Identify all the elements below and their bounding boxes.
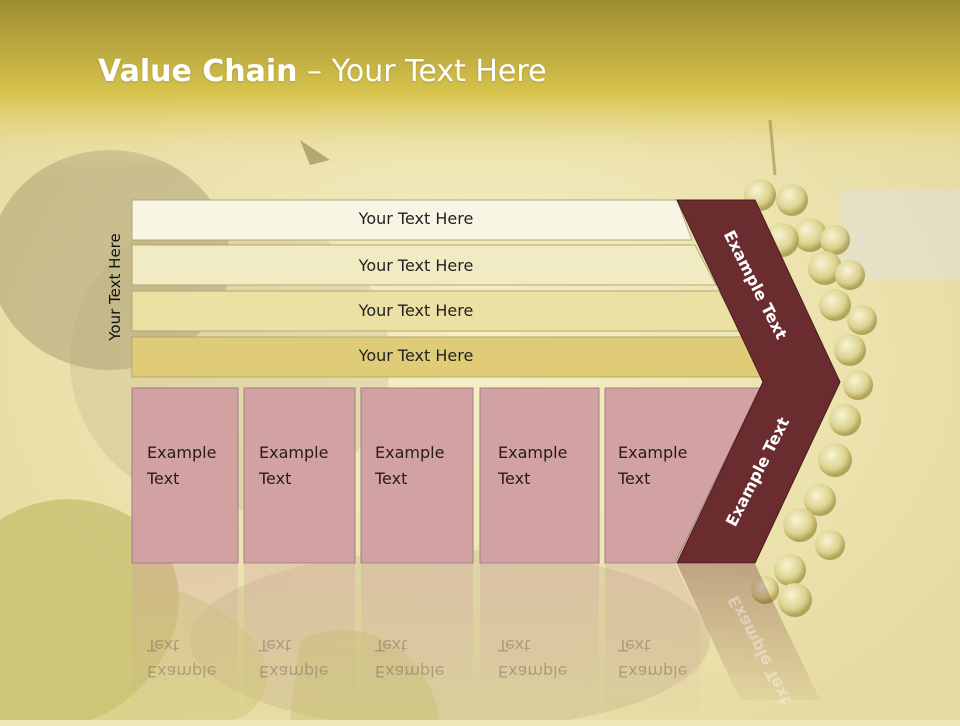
slide-title: Value Chain – Your Text Here	[98, 54, 547, 89]
primary-box-4	[479, 387, 600, 564]
box-line-2: Text	[498, 469, 531, 488]
refl-line-1: Example	[618, 662, 688, 681]
refl-line-2: Text	[259, 636, 292, 655]
refl-line-1: Example	[259, 662, 329, 681]
support-band-1	[131, 199, 693, 241]
primary-box-label-3: Example Text	[375, 440, 444, 492]
band-label-1: Your Text Here	[358, 209, 474, 228]
primary-box-label-5: Example Text	[618, 440, 687, 492]
margin-chevron	[676, 199, 841, 564]
refl-line-1: Example	[147, 662, 217, 681]
reflection	[132, 564, 820, 714]
box-line-2: Text	[259, 469, 292, 488]
title-bold: Value Chain	[98, 54, 298, 89]
support-band-2	[131, 244, 717, 286]
refl-line-2: Text	[147, 636, 180, 655]
primary-box-reflection-3: Example Text	[375, 632, 444, 684]
box-line-1: Example	[498, 443, 568, 462]
primary-box-3	[360, 387, 474, 564]
primary-box-label-2: Example Text	[259, 440, 328, 492]
refl-line-2: Text	[498, 636, 531, 655]
primary-box-label-1: Example Text	[147, 440, 216, 492]
box-line-1: Example	[147, 443, 217, 462]
refl-line-1: Example	[375, 662, 445, 681]
box-line-1: Example	[259, 443, 329, 462]
band-label-4: Your Text Here	[358, 346, 474, 365]
box-line-1: Example	[375, 443, 445, 462]
band-label-3: Your Text Here	[358, 301, 474, 320]
title-rest: – Your Text Here	[297, 54, 547, 89]
refl-line-2: Text	[375, 636, 408, 655]
refl-line-2: Text	[618, 636, 651, 655]
box-line-1: Example	[618, 443, 688, 462]
refl-line-1: Example	[498, 662, 568, 681]
primary-box-label-4: Example Text	[498, 440, 567, 492]
primary-box-reflection-4: Example Text	[498, 632, 567, 684]
primary-box-2	[243, 387, 356, 564]
primary-box-5	[604, 387, 761, 564]
box-line-2: Text	[375, 469, 408, 488]
band-label-2: Your Text Here	[358, 256, 474, 275]
box-line-2: Text	[618, 469, 651, 488]
primary-box-reflection-2: Example Text	[259, 632, 328, 684]
primary-box-reflection-5: Example Text	[618, 632, 687, 684]
box-line-2: Text	[147, 469, 180, 488]
primary-box-1	[131, 387, 239, 564]
primary-box-reflection-1: Example Text	[147, 632, 216, 684]
